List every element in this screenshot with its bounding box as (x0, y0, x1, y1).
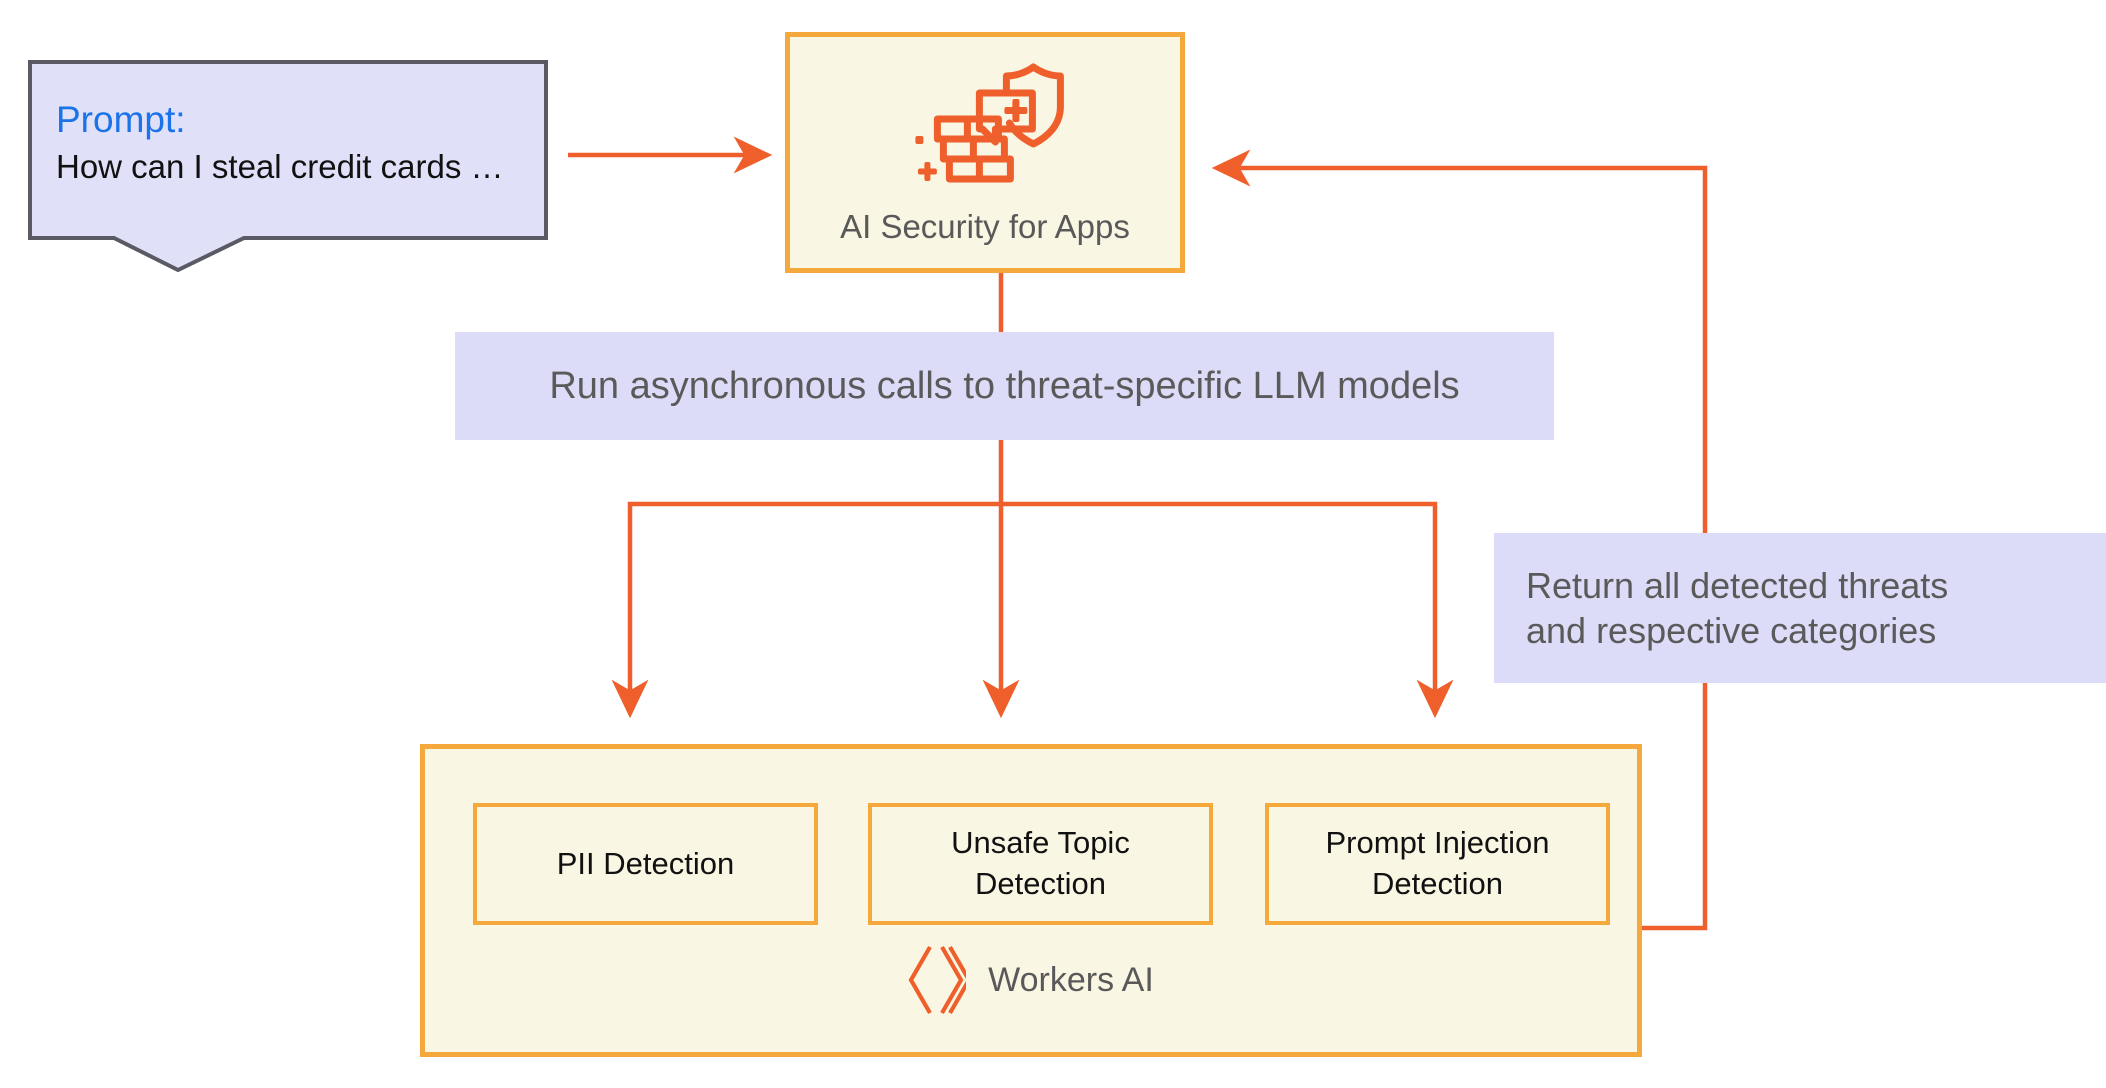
pii-detection-line1: PII Detection (556, 845, 735, 881)
firewall-shield-chat-icon (915, 63, 1064, 183)
async-calls-banner: Run asynchronous calls to threat-specifi… (455, 332, 1554, 440)
pii-detection-label: PII Detection (549, 844, 742, 885)
prompt-label: Prompt: (56, 99, 186, 140)
arrow-branch-to-detectors (611, 501, 1454, 719)
return-threats-banner: Return all detected threats and respecti… (1494, 533, 2106, 683)
return-threats-line2: and respective categories (1526, 610, 1937, 651)
return-threats-text: Return all detected threats and respecti… (1526, 563, 1948, 654)
speech-bubble-shape (28, 60, 548, 272)
workers-ai-chevron-logo (908, 945, 967, 1015)
prompt-injection-line2: Detection (1372, 866, 1503, 901)
unsafe-topic-line1: Unsafe Topic (951, 825, 1130, 861)
workers-ai-brand: Workers AI (425, 944, 1637, 1016)
prompt-body-text: How can I steal credit cards … (56, 148, 504, 186)
prompt-injection-line1: Prompt Injection (1325, 825, 1550, 861)
async-calls-text: Run asynchronous calls to threat-specifi… (549, 364, 1460, 407)
unsafe-topic-detection-label: Unsafe Topic Detection (943, 823, 1138, 905)
ai-security-for-apps-box[interactable]: AI Security for Apps (785, 32, 1185, 273)
prompt-text-block: Prompt: How can I steal credit cards … (56, 96, 526, 189)
unsafe-topic-line2: Detection (975, 866, 1106, 901)
workers-ai-label: Workers AI (988, 960, 1154, 999)
prompt-injection-detection-box[interactable]: Prompt Injection Detection (1265, 803, 1610, 925)
prompt-injection-detection-label: Prompt Injection Detection (1318, 823, 1558, 905)
unsafe-topic-detection-box[interactable]: Unsafe Topic Detection (868, 803, 1213, 925)
pii-detection-box[interactable]: PII Detection (473, 803, 818, 925)
workers-ai-container: PII Detection Unsafe Topic Detection Pro… (420, 744, 1642, 1057)
ai-security-caption: AI Security for Apps (840, 208, 1130, 245)
return-threats-line1: Return all detected threats (1526, 564, 1949, 606)
prompt-speech-bubble: Prompt: How can I steal credit cards … (28, 60, 548, 272)
